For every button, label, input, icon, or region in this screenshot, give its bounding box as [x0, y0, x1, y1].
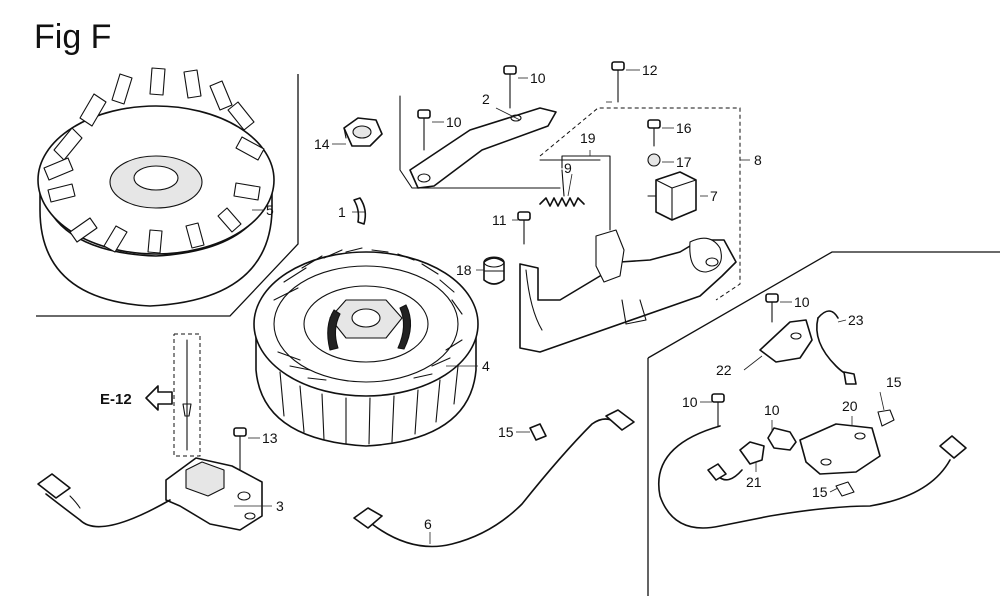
flywheel-magnet-part	[253, 247, 479, 447]
figure-title: Fig F	[34, 18, 111, 56]
callout-12: 12	[642, 62, 658, 78]
ignition-coil-part	[37, 333, 263, 531]
wire-harness-part	[353, 409, 635, 548]
callout-4: 4	[482, 358, 490, 374]
callout-10-plate: 10	[446, 114, 462, 130]
reference-arrow-e12: E-12	[100, 385, 173, 411]
callout-15-switch-bottom: 15	[812, 484, 828, 500]
grommet-part	[483, 256, 505, 285]
separator-flywheel-section	[36, 74, 299, 317]
callout-11: 11	[492, 212, 507, 228]
separator-switch-section	[647, 251, 1000, 359]
reference-label: E-12	[100, 391, 132, 408]
solenoid-part	[647, 119, 697, 221]
callout-7: 7	[710, 188, 718, 204]
callout-1: 1	[338, 204, 346, 220]
callout-16: 16	[676, 120, 692, 136]
callout-15-switch-right: 15	[886, 374, 902, 390]
callout-20: 20	[842, 398, 858, 414]
flywheel-nut-part	[343, 117, 383, 147]
stop-switch-assembly-part	[658, 293, 967, 529]
callout-21: 21	[746, 474, 762, 490]
callout-3: 3	[276, 498, 284, 514]
section-separators	[36, 74, 1000, 596]
flywheel-cast-part	[37, 67, 275, 307]
spring-part	[539, 169, 585, 207]
callout-10-top: 10	[530, 70, 546, 86]
callout-13: 13	[262, 430, 278, 446]
callout-2: 2	[482, 91, 490, 107]
callout-10-switch-left: 10	[682, 394, 698, 410]
bolt-part-11	[517, 211, 531, 245]
callout-17: 17	[676, 154, 692, 170]
leader-lines	[234, 69, 885, 544]
callout-10-switch-center: 10	[764, 402, 780, 418]
callout-15-wire: 15	[498, 424, 514, 440]
callout-18: 18	[456, 262, 472, 278]
bolt-part-upper	[417, 65, 517, 151]
callout-14: 14	[314, 136, 330, 152]
plate-part	[399, 95, 561, 189]
bolt-part-12	[611, 61, 625, 103]
callout-22: 22	[716, 362, 732, 378]
woodruff-key-part	[353, 197, 367, 225]
callout-19: 19	[580, 130, 596, 146]
callout-23: 23	[848, 312, 864, 328]
callout-9: 9	[564, 160, 572, 176]
callout-5: 5	[266, 202, 274, 218]
callout-10-switch-upper: 10	[794, 294, 810, 310]
callout-labels: 1 2 3 4 5 6 7 8 9 10 10 10 10 10 11 12 1…	[262, 62, 902, 532]
callout-8: 8	[754, 152, 762, 168]
callout-6: 6	[424, 516, 432, 532]
governor-assembly-part	[519, 107, 741, 353]
